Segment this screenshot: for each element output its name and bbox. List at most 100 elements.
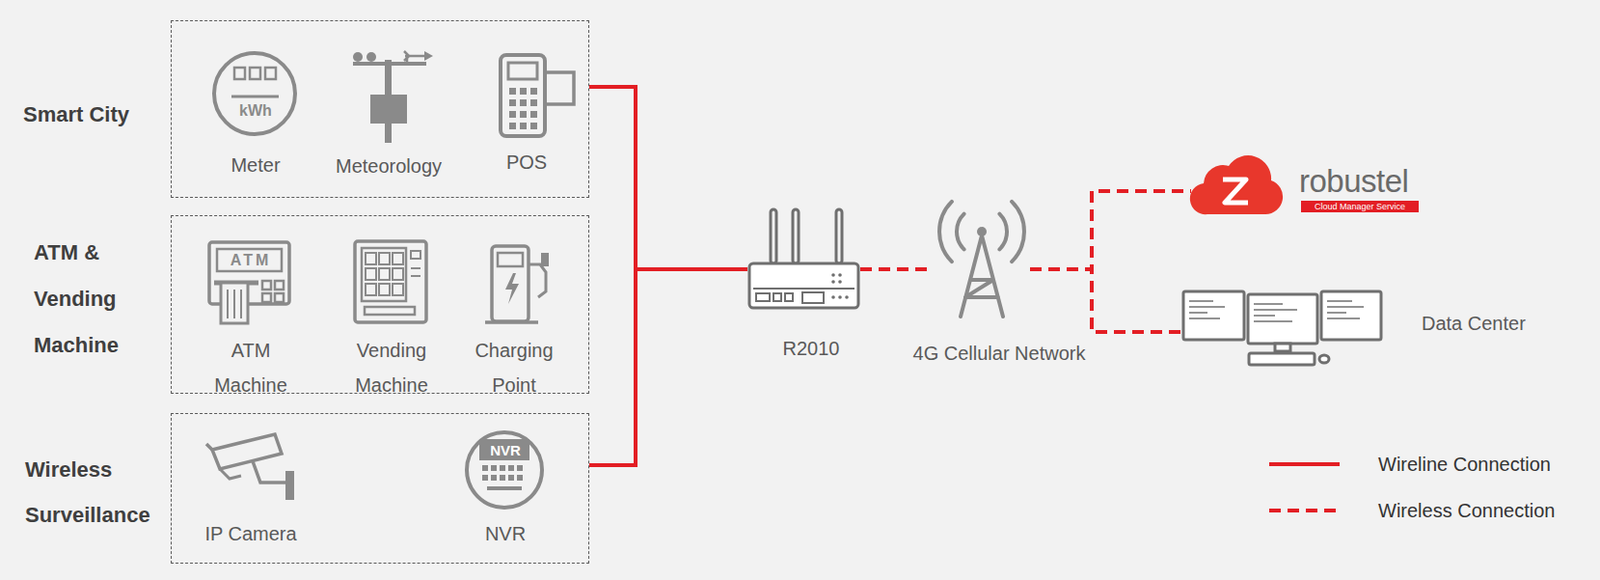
ip-camera-icon-part [285, 470, 295, 500]
pos-terminal-icon-part-part [519, 110, 527, 118]
ip-camera-icon-part [212, 433, 282, 469]
nvr-icon-part-part [508, 474, 515, 481]
cloud-logo [1190, 155, 1283, 215]
vending-machine-icon-part [361, 247, 407, 301]
vending-machine-icon-part-part [379, 268, 390, 280]
monitors-icon-part [1321, 291, 1382, 340]
monitors-icon-part-part [1327, 311, 1347, 314]
monitors-icon-part-part [1189, 305, 1225, 308]
pos-terminal-icon-part-part [519, 122, 527, 130]
monitors-icon-part-part [1253, 302, 1283, 305]
pos-terminal-icon-part [508, 62, 538, 80]
atm-icon-part [274, 293, 284, 302]
nvr-icon-part-part [516, 464, 523, 471]
nvr-icon-part-part [482, 474, 489, 481]
nvr-icon-part-part [516, 474, 523, 481]
legend-label: Wireline Connection [1378, 452, 1551, 476]
pos-terminal-icon-part [500, 54, 545, 136]
vending-machine-icon-part-part [392, 283, 404, 296]
weather-station-icon-part [424, 51, 434, 61]
group-box: ATM & Vending MachineATMATM MachineVendi… [170, 215, 590, 394]
monitors-icon-part-part [1189, 317, 1221, 320]
monitors-icon-part-part [1327, 305, 1364, 308]
monitors-icon-part [1189, 300, 1364, 322]
cell-tower-icon [939, 201, 1025, 317]
pos-terminal-icon-part [544, 72, 574, 105]
router-icon-part-part [831, 295, 836, 299]
monitors-icon-part-part [1189, 299, 1214, 302]
pos-terminal-icon-part-part [530, 87, 538, 95]
router-icon-part [785, 293, 793, 301]
node-label: R2010 [714, 336, 908, 360]
pos-terminal-icon-part-part [530, 99, 538, 107]
router-icon-part-part [838, 272, 842, 277]
meter-icon-part [265, 67, 276, 80]
ip-camera-icon-part [206, 443, 214, 451]
wireline-connection [589, 86, 748, 270]
router-icon-part-part [838, 295, 842, 299]
cloud-node: robustelCloud Manager Service [1191, 156, 1423, 217]
monitors-icon [1183, 291, 1382, 365]
monitors-icon-part [1319, 354, 1329, 363]
device-node: Vending Machine [328, 240, 455, 395]
router-icon-part [802, 292, 824, 303]
node-label: Meteorology [325, 154, 452, 178]
pos-terminal-icon-part-part [509, 87, 516, 95]
meter-icon [214, 53, 296, 135]
charging-point-icon-part [505, 272, 519, 304]
pos-terminal-icon-part [509, 87, 538, 130]
monitors-icon-part-part [1253, 320, 1293, 323]
router-icon-part [792, 209, 799, 264]
router-icon-part [753, 287, 855, 290]
device-node: kWhMeter [192, 50, 319, 195]
vending-machine-icon-part [365, 252, 404, 296]
node-label: NVR [442, 521, 569, 545]
nvr-icon-part-part [487, 486, 522, 490]
cell-tower-icon-part [1011, 201, 1025, 262]
cloud-logo-part [1222, 179, 1248, 203]
nvr-icon-part-part [499, 464, 506, 471]
pos-terminal-icon-part-part [509, 110, 516, 118]
network-node: 4G Cellular Network [933, 212, 1031, 319]
atm-icon-part [233, 289, 236, 319]
router-icon-part-part [831, 279, 836, 284]
charging-point-icon-part [485, 320, 539, 325]
group-heading: Wireless Surveillance [25, 446, 170, 538]
atm-icon-part [262, 280, 272, 290]
cell-tower-icon-part [999, 214, 1007, 250]
device-node: Charging Point [451, 240, 577, 395]
vending-machine-icon-part-part [365, 268, 377, 280]
node-label: POS [463, 150, 590, 174]
legend-solid-sample [1269, 461, 1340, 466]
node-label: kWh [192, 101, 319, 121]
router-icon-part [831, 272, 849, 299]
monitors-icon-part [1248, 352, 1315, 365]
monitors-icon-part-part [1253, 314, 1275, 317]
meter-icon-part [231, 95, 279, 99]
group-box: Smart CitykWhMeterMeteorologyPOS [170, 20, 590, 198]
group-heading: Smart City [23, 101, 163, 129]
pos-terminal-icon-part-part [509, 122, 516, 130]
router-node: R2010 [747, 209, 861, 311]
vending-machine-icon-part [354, 241, 427, 323]
device-node: NVRNVR [442, 433, 569, 549]
router-icon-part [773, 293, 782, 301]
cell-tower-icon-part [939, 201, 952, 262]
vending-machine-icon-part [364, 306, 415, 315]
monitors-icon-part-part [1327, 317, 1360, 320]
legend-label: Wireless Connection [1378, 498, 1555, 522]
atm-icon-part [274, 280, 284, 290]
meter-icon-part [234, 67, 245, 80]
node-label: Data Center [1421, 311, 1567, 335]
monitors-icon-part-part [1253, 308, 1298, 311]
cell-tower-icon-part [976, 226, 987, 237]
group-box: Wireless SurveillanceIP CameraNVRNVR [170, 412, 590, 564]
device-node: ATMATM Machine [188, 240, 314, 395]
wireline-connection [589, 269, 748, 465]
vending-machine-icon-part [410, 274, 421, 277]
vending-machine-icon-part-part [365, 252, 377, 265]
pos-terminal-icon-part-part [530, 110, 538, 118]
atm-icon-part [262, 293, 272, 302]
vending-machine-icon [354, 241, 427, 323]
